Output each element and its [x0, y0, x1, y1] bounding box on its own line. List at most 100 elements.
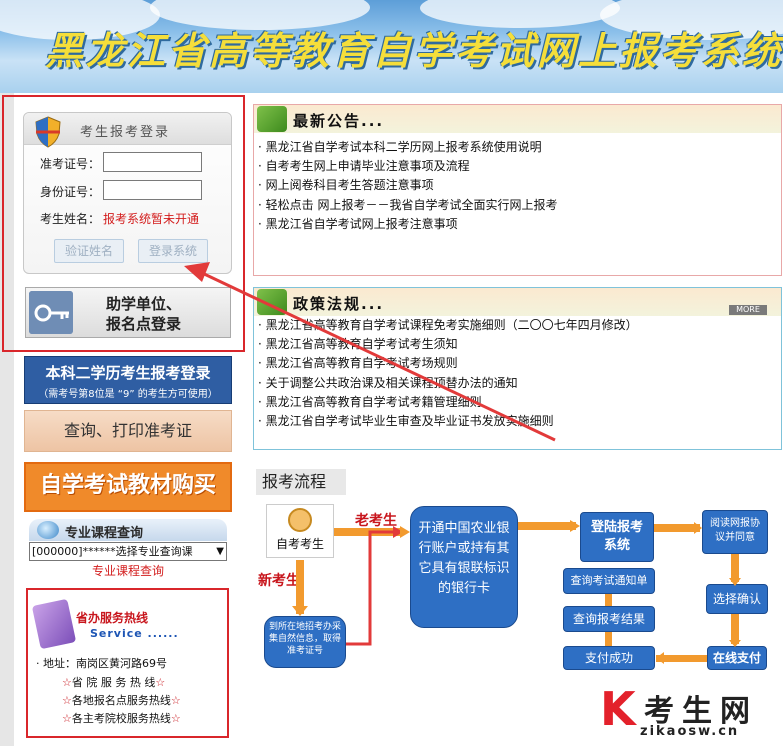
policy-panel: 政策法规... MORE 黑龙江省高等教育自学考试课程免考实施细则（二〇〇七年四…	[253, 287, 782, 450]
site-title: 黑龙江省高等教育自学考试网上报考系统	[45, 28, 783, 73]
star-icon: ☆	[62, 694, 72, 707]
notice-icon	[257, 106, 287, 132]
star-icon: ☆	[62, 712, 72, 725]
assist-line-2: 报名点登录	[106, 315, 182, 333]
highlight-arrow	[199, 270, 556, 442]
watermark: K 考生网 zikaosw.cn	[600, 686, 780, 744]
policy-item[interactable]: 黑龙江省高等教育自学考试考生须知	[258, 335, 638, 354]
hotline-provincial-label: 省 院 服 务 热 线	[71, 676, 156, 689]
self-student-box: 自考考生	[266, 504, 334, 558]
flow-title: 报考流程	[256, 469, 346, 495]
flow-arrow	[605, 632, 612, 646]
old-student-label: 老考生	[355, 513, 397, 529]
select-confirm-step: 选择确认	[706, 584, 768, 614]
hotline-subtitle: Service ......	[90, 627, 179, 640]
login-header: 考生报考登录	[24, 113, 231, 148]
star-icon: ☆	[62, 676, 72, 689]
notice-header: 最新公告...	[254, 105, 781, 133]
arrowhead	[292, 606, 308, 616]
arrowhead	[729, 578, 741, 586]
bachelor-title: 本科二学历考生报考登录	[45, 364, 211, 382]
login-panel: 考生报考登录 准考证号： 身份证号： 考生姓名： 报考系统暂未开通 验证姓名 登…	[23, 112, 232, 274]
policy-item[interactable]: 黑龙江省自学考试毕业生审查及毕业证书发放实施细则	[258, 412, 638, 431]
policy-item[interactable]: 黑龙江省高等教育自学考试考籍管理细则	[258, 393, 638, 412]
course-query-header: 专业课程查询	[29, 519, 227, 541]
check-result-step: 查询报考结果	[563, 606, 655, 632]
new-student-step: 到所在地招考办采集自然信息，取得准考证号	[264, 616, 346, 668]
flow-arrow	[605, 594, 612, 606]
policy-header: 政策法规...	[254, 288, 781, 316]
arrowhead	[570, 520, 580, 532]
notice-item[interactable]: 黑龙江省自学考试本科二学历网上报考系统使用说明	[258, 138, 557, 157]
policy-item[interactable]: 黑龙江省高等教育自学考试考场规则	[258, 354, 638, 373]
verify-name-button[interactable]: 验证姓名	[54, 239, 124, 263]
major-select-value: [000000]******选择专业查询课	[32, 545, 193, 558]
chevron-down-icon: ▼	[216, 546, 224, 557]
flow-arrow	[334, 528, 400, 536]
notice-item[interactable]: 黑龙江省自学考试网上报考注意事项	[258, 215, 557, 234]
policy-item[interactable]: 关于调整公共政治课及相关课程顶替办法的通知	[258, 374, 638, 393]
bank-step: 开通中国农业银行账户或持有其它具有银联标识的银行卡	[410, 506, 518, 628]
watermark-logo: K	[600, 682, 636, 736]
hotline-local[interactable]: ☆各地报名点服务热线☆	[62, 692, 181, 708]
bachelor-login-button[interactable]: 本科二学历考生报考登录 （需考号第8位是 “9” 的考生方可使用）	[24, 356, 232, 404]
hotline-college[interactable]: ☆各主考院校服务热线☆	[62, 710, 181, 726]
print-ticket-button[interactable]: 查询、打印准考证	[24, 410, 232, 452]
new-student-connector	[346, 530, 400, 646]
hotline-address: · 地址：南岗区黄河路69号	[36, 657, 167, 670]
star-icon: ☆	[170, 694, 181, 707]
notice-item[interactable]: 网上阅卷科目考生答题注意事项	[258, 176, 557, 195]
watermark-brand: 考生网	[644, 694, 758, 729]
notice-panel: 最新公告... 黑龙江省自学考试本科二学历网上报考系统使用说明 自考考生网上申请…	[253, 104, 782, 276]
star-icon: ☆	[155, 676, 166, 689]
globe-icon	[37, 521, 59, 539]
flow-arrow	[518, 522, 576, 530]
key-icon	[29, 291, 73, 334]
ticket-number-input[interactable]	[103, 152, 202, 172]
major-select[interactable]: [000000]******选择专业查询课 ▼	[29, 542, 227, 561]
hotline-college-label: 各主考院校服务热线	[71, 712, 171, 725]
highlight-frame	[2, 95, 245, 352]
assist-login-label: 助学单位、 报名点登录	[106, 294, 181, 334]
self-student-label: 自考考生	[275, 537, 324, 551]
assist-line-1: 助学单位、	[106, 295, 182, 313]
highlight-arrowhead	[184, 262, 210, 282]
arrowhead	[656, 652, 664, 664]
header-banner: 黑龙江省高等教育自学考试网上报考系统	[0, 0, 783, 93]
login-button[interactable]: 登录系统	[138, 239, 208, 263]
online-pay-step: 在线支付	[707, 646, 767, 670]
pay-success-step: 支付成功	[563, 646, 655, 670]
bachelor-note: （需考号第8位是 “9” 的考生方可使用）	[38, 389, 218, 400]
agree-step: 阅读网报协议并同意	[702, 510, 768, 554]
star-icon: ☆	[170, 712, 181, 725]
flow-arrow	[731, 614, 739, 644]
course-query: 专业课程查询 [000000]******选择专业查询课 ▼ 专业课程查询	[29, 519, 227, 579]
flow-arrow	[731, 554, 739, 582]
notice-list: 黑龙江省自学考试本科二学历网上报考系统使用说明 自考考生网上申请毕业注意事项及流…	[258, 138, 558, 234]
assist-login-button[interactable]: 助学单位、 报名点登录	[25, 287, 231, 338]
hotline-local-label: 各地报名点服务热线	[71, 694, 171, 707]
id-label: 身份证号：	[40, 185, 101, 199]
login-system-step: 登陆报考系统	[580, 512, 654, 562]
name-status: 报考系统暂未开通	[103, 212, 200, 226]
arrowhead	[393, 526, 403, 538]
check-notice-step: 查询考试通知单	[563, 568, 655, 594]
policy-title: 政策法规...	[293, 295, 385, 313]
flow-arrow	[654, 524, 700, 532]
student-avatar	[288, 508, 312, 532]
hotline-provincial[interactable]: ☆省 院 服 务 热 线☆	[62, 674, 165, 690]
notice-item[interactable]: 自考考生网上申请毕业注意事项及流程	[258, 157, 557, 176]
more-link[interactable]: MORE	[729, 305, 767, 315]
buy-textbook-button[interactable]: 自学考试教材购买	[24, 462, 232, 512]
policy-item[interactable]: 黑龙江省高等教育自学考试课程免考实施细则（二〇〇七年四月修改）	[258, 316, 638, 335]
notice-item[interactable]: 轻松点击 网上报考－－我省自学考试全面实行网上报考	[258, 196, 558, 215]
hotline-box: 省办服务热线 Service ...... · 地址：南岗区黄河路69号 ☆省 …	[26, 588, 229, 738]
id-number-input[interactable]	[103, 180, 202, 200]
course-query-title: 专业课程查询	[65, 526, 144, 541]
shield-icon	[35, 116, 61, 148]
new-student-label: 新考生	[258, 573, 300, 589]
arrowhead	[400, 526, 410, 538]
flow-arrow	[296, 560, 304, 614]
course-query-link[interactable]: 专业课程查询	[91, 564, 164, 578]
arrowhead	[694, 522, 702, 534]
